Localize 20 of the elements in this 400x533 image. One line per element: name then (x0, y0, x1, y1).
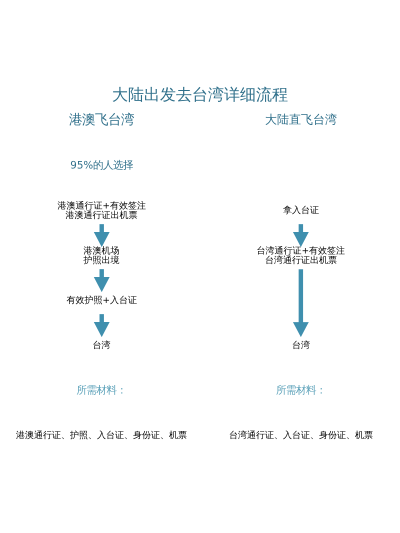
arrow (94, 224, 110, 248)
label: 95%的人选择 (70, 160, 134, 172)
node-text: 台湾通行证+有效签注 台湾通行证出机票 (256, 246, 346, 266)
label: 港澳通行证、护照、入台证、身份证、机票 (16, 431, 188, 442)
node-text: 台湾 (92, 341, 111, 352)
node-text: 港澳机场 护照出境 (84, 246, 120, 266)
arrow (292, 269, 309, 338)
diagram-title: 大陆出发去台湾详细流程 (112, 84, 288, 104)
node-text: 港澳通行证+有效签注 港澳通行证出机票 (58, 201, 146, 221)
label: 所需材料： (76, 384, 127, 397)
arrow (292, 224, 309, 248)
label: 台湾通行证、入台证、身份证、机票 (228, 431, 373, 442)
node-text: 台湾 (292, 341, 310, 352)
label: 大陆直飞台湾 (264, 112, 337, 127)
label: 所需材料： (276, 384, 326, 397)
arrow (94, 269, 110, 292)
node-text: 拿入台证 (282, 206, 319, 216)
label: 港澳飞台湾 (69, 113, 134, 128)
node-text: 有效护照+入台证 (66, 296, 137, 306)
arrow (94, 314, 110, 338)
